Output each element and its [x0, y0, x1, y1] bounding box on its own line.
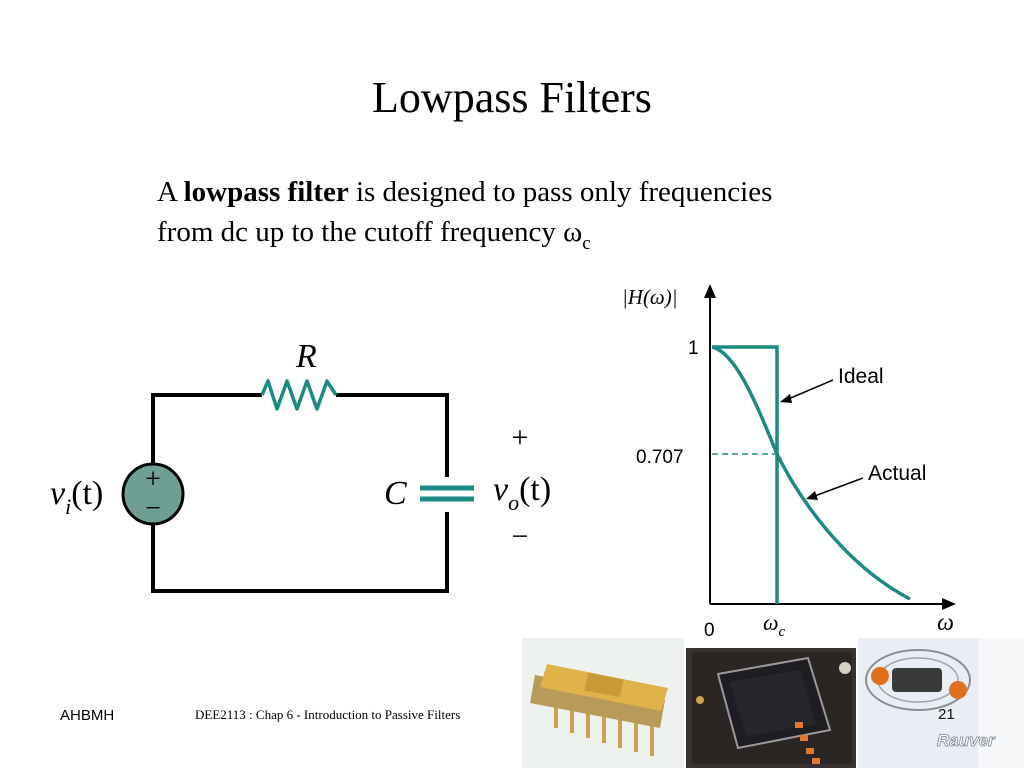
source-voltage-label: vi(t): [50, 475, 103, 519]
intro-text: A lowpass filter is designed to pass onl…: [157, 172, 772, 256]
x-axis-label: ω: [937, 610, 954, 636]
output-plus-sign: +: [512, 421, 529, 454]
actual-label: Actual: [868, 462, 926, 485]
page-number: 21: [938, 706, 955, 723]
frequency-response-graph: |H(ω)| 1 0.707 0 ωc ω Ideal Actual: [622, 284, 956, 641]
intro-bold-term: lowpass filter: [183, 176, 349, 208]
output-voltage-label: vo(t): [493, 471, 551, 515]
source-plus-sign: +: [145, 464, 161, 495]
resistor-label: R: [295, 338, 317, 375]
rc-circuit: + − R C vi(t) + vo(t) −: [50, 338, 551, 593]
x-axis-arrowhead: [942, 598, 956, 610]
slide-title: Lowpass Filters: [372, 73, 652, 122]
x-origin-label: 0: [704, 620, 715, 641]
top-right-wire: [336, 393, 449, 477]
ideal-pointer-head: [780, 394, 792, 403]
actual-pointer-head: [806, 491, 818, 500]
intro-prefix: A: [157, 176, 184, 208]
y-axis-arrowhead: [704, 284, 716, 298]
graph-y-label: |H(ω)|: [622, 285, 678, 309]
ideal-response-curve: [712, 345, 779, 604]
capacitor-label: C: [384, 475, 407, 512]
footer-course: DEE2113 : Chap 6 - Introduction to Passi…: [195, 707, 461, 722]
output-minus-sign: −: [512, 520, 529, 553]
y-tick-0707: 0.707: [636, 447, 684, 468]
ideal-label: Ideal: [838, 365, 884, 388]
footer-author: AHBMH: [60, 707, 115, 724]
circuit-wires: [151, 393, 449, 593]
intro-rest: is designed to pass only frequencies: [348, 176, 773, 208]
plcc-chip-image: [686, 648, 856, 768]
bottom-wire: [151, 512, 449, 593]
intro-subscript: c: [582, 233, 591, 254]
voltage-source: [121, 462, 185, 526]
capacitor-symbol: [420, 485, 474, 502]
intro-line-1: A lowpass filter is designed to pass onl…: [157, 172, 772, 212]
actual-response-curve: [711, 345, 911, 601]
resistor-symbol: [260, 379, 338, 411]
intro-line2-text: from dc up to the cutoff frequency ω: [157, 216, 583, 248]
source-minus-sign: −: [145, 493, 161, 524]
dip-chip-image: [522, 638, 684, 768]
rover-image: Rauver: [858, 638, 1024, 768]
intro-line-2: from dc up to the cutoff frequency ωc: [157, 212, 772, 256]
actual-pointer: [811, 477, 864, 498]
chip-photo-strip: Rauver: [522, 638, 1024, 768]
ideal-pointer: [785, 379, 834, 401]
x-cutoff-label: ωc: [763, 610, 786, 640]
y-tick-1: 1: [688, 338, 699, 359]
rover-logo: Rauver: [937, 731, 996, 750]
